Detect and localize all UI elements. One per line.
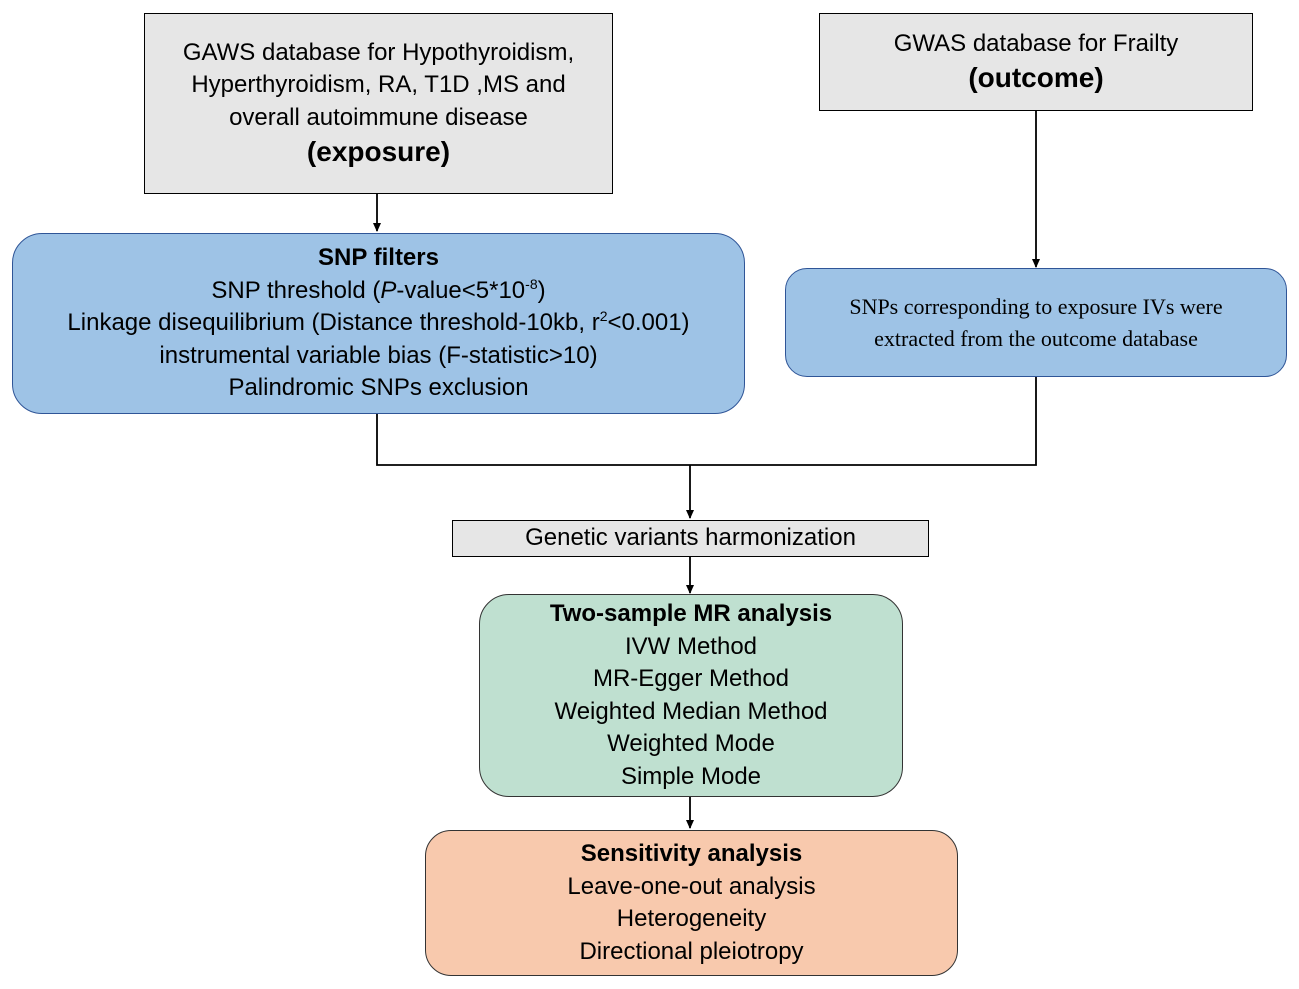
- snp-filters-box: SNP filters SNP threshold (P-value<5*10-…: [12, 233, 745, 414]
- outcome-line: GWAS database for Frailty: [893, 29, 1179, 57]
- sensitivity-item: Heterogeneity: [616, 905, 767, 932]
- mr-method: Weighted Mode: [607, 730, 775, 757]
- linkage-disequilibrium-line: Linkage disequilibrium (Distance thresho…: [67, 308, 690, 337]
- mr-method: Weighted Median Method: [554, 697, 828, 725]
- outcome-label: (outcome): [968, 62, 1104, 94]
- sensitivity-title: Sensitivity analysis: [580, 840, 803, 867]
- outcome-box: GWAS database for Frailty (outcome): [819, 13, 1253, 111]
- exposure-box: GAWS database for Hypothyroidism, Hypert…: [144, 13, 613, 194]
- exposure-line: GAWS database for Hypothyroidism,: [182, 38, 575, 66]
- exposure-label: (exposure): [306, 136, 451, 168]
- merge-line: [376, 377, 1037, 466]
- harmonization-box: Genetic variants harmonization: [452, 520, 929, 557]
- outcome-snps-box: SNPs corresponding to exposure IVs were …: [785, 268, 1287, 377]
- mr-method: Simple Mode: [620, 762, 762, 790]
- sensitivity-item: Leave-one-out analysis: [567, 872, 816, 900]
- sensitivity-item: Directional pleiotropy: [579, 937, 804, 965]
- snp-threshold-line: SNP threshold (P-value<5*10-8): [211, 275, 546, 304]
- mr-analysis-box: Two-sample MR analysis IVW Method MR-Egg…: [479, 594, 903, 797]
- exposure-line: overall autoimmune disease: [229, 103, 528, 131]
- outcome-snps-line: SNPs corresponding to exposure IVs were: [849, 293, 1223, 319]
- palindromic-line: Palindromic SNPs exclusion: [228, 374, 529, 402]
- snp-filters-title: SNP filters: [318, 244, 439, 272]
- mr-analysis-title: Two-sample MR analysis: [549, 600, 833, 627]
- mr-method: IVW Method: [624, 632, 758, 660]
- harmonization-label: Genetic variants harmonization: [525, 524, 856, 552]
- outcome-snps-line: extracted from the outcome database: [874, 325, 1198, 351]
- exposure-line: Hyperthyroidism, RA, T1D ,MS and: [191, 71, 566, 99]
- mr-method: MR-Egger Method: [592, 665, 790, 692]
- iv-bias-line: instrumental variable bias (F-statistic>…: [159, 341, 598, 369]
- sensitivity-box: Sensitivity analysis Leave-one-out analy…: [425, 830, 958, 976]
